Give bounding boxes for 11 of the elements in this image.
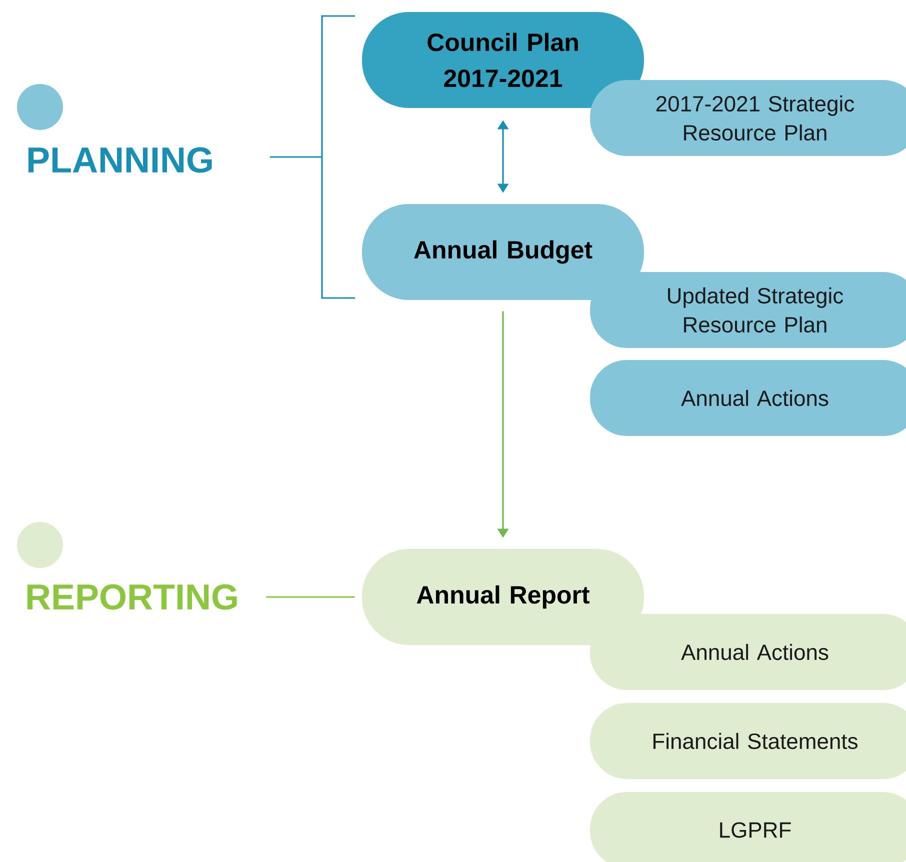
pill-box: Financial Statements bbox=[590, 703, 906, 779]
pill-box: Council Plan 2017-2021 bbox=[362, 12, 644, 108]
pill-box: Annual Actions bbox=[590, 614, 906, 690]
pill-box: Updated Strategic Resource Plan bbox=[590, 272, 906, 348]
pill-box: 2017-2021 Strategic Resource Plan bbox=[590, 80, 906, 156]
pill-box: Annual Budget bbox=[362, 204, 644, 300]
section-heading: PLANNING bbox=[28, 147, 212, 173]
pill-box: Annual Report bbox=[362, 549, 644, 645]
section-heading: REPORTING bbox=[27, 584, 237, 610]
pill-box: LGPRF bbox=[590, 792, 906, 862]
pill-box: Annual Actions bbox=[590, 360, 906, 436]
